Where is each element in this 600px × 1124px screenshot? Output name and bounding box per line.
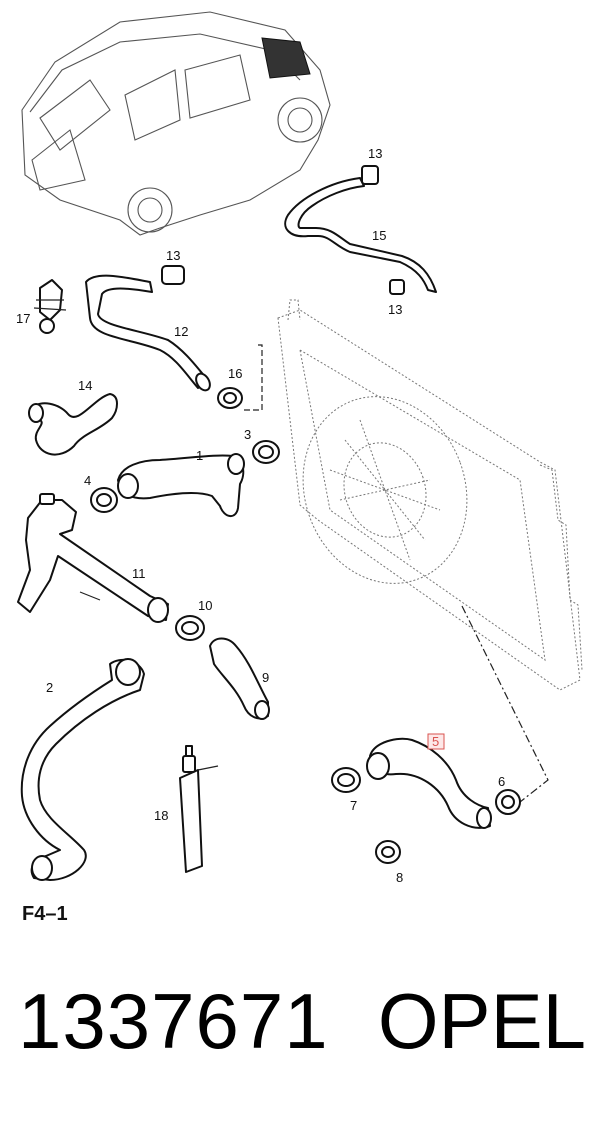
callout-11: 11 [132,566,146,581]
callout-13-right: 13 [388,302,402,317]
callout-15: 15 [372,228,386,243]
part-6-clamp [495,789,521,815]
part-18-bottle [179,745,219,873]
brand-name: OPEL [377,977,586,1065]
leader-lines [244,344,549,803]
exploded-parts-diagram: 13 15 13 13 17 12 16 14 3 1 4 11 10 9 2 … [16,11,583,885]
part-10-clamp [175,615,205,641]
callout-labels: 13 15 13 13 17 12 16 14 3 1 4 11 10 9 2 … [16,146,505,885]
part-5-hose [366,737,492,829]
part-11-pipe [17,493,169,623]
vehicle-outline [21,11,331,236]
radiator-fan-assembly [277,299,583,691]
part-8-clamp [375,840,401,864]
callout-16: 16 [228,366,242,381]
callout-13-upper: 13 [368,146,382,161]
callout-3: 3 [244,427,251,442]
callout-9: 9 [262,670,269,685]
part-7-clamp [331,767,361,793]
callout-2: 2 [46,680,53,695]
callout-18: 18 [154,808,168,823]
part-14-hose [28,393,118,456]
callout-7: 7 [350,798,357,813]
callout-4: 4 [84,473,91,488]
callout-8: 8 [396,870,403,885]
callout-6: 6 [498,774,505,789]
part-15-hose [284,165,437,295]
callout-14: 14 [78,378,92,393]
part-4-clamp [90,487,118,513]
callout-17: 17 [16,311,30,326]
figure-reference: F4–1 [22,903,68,925]
callout-10: 10 [198,598,212,613]
callout-13-left: 13 [166,248,180,263]
part-1-hose [117,453,245,517]
callout-1: 1 [196,448,203,463]
part-16-clamp [217,387,243,409]
part-number: 1337671 [18,977,329,1065]
part-3-clamp [252,440,280,464]
part-12-hose [85,265,211,392]
part-2-hose [20,658,145,881]
callout-5: 5 [432,734,439,749]
part-9-hose [209,637,270,720]
callout-5-highlight [427,733,445,750]
callout-12: 12 [174,324,188,339]
part-17-bracket [33,279,67,334]
